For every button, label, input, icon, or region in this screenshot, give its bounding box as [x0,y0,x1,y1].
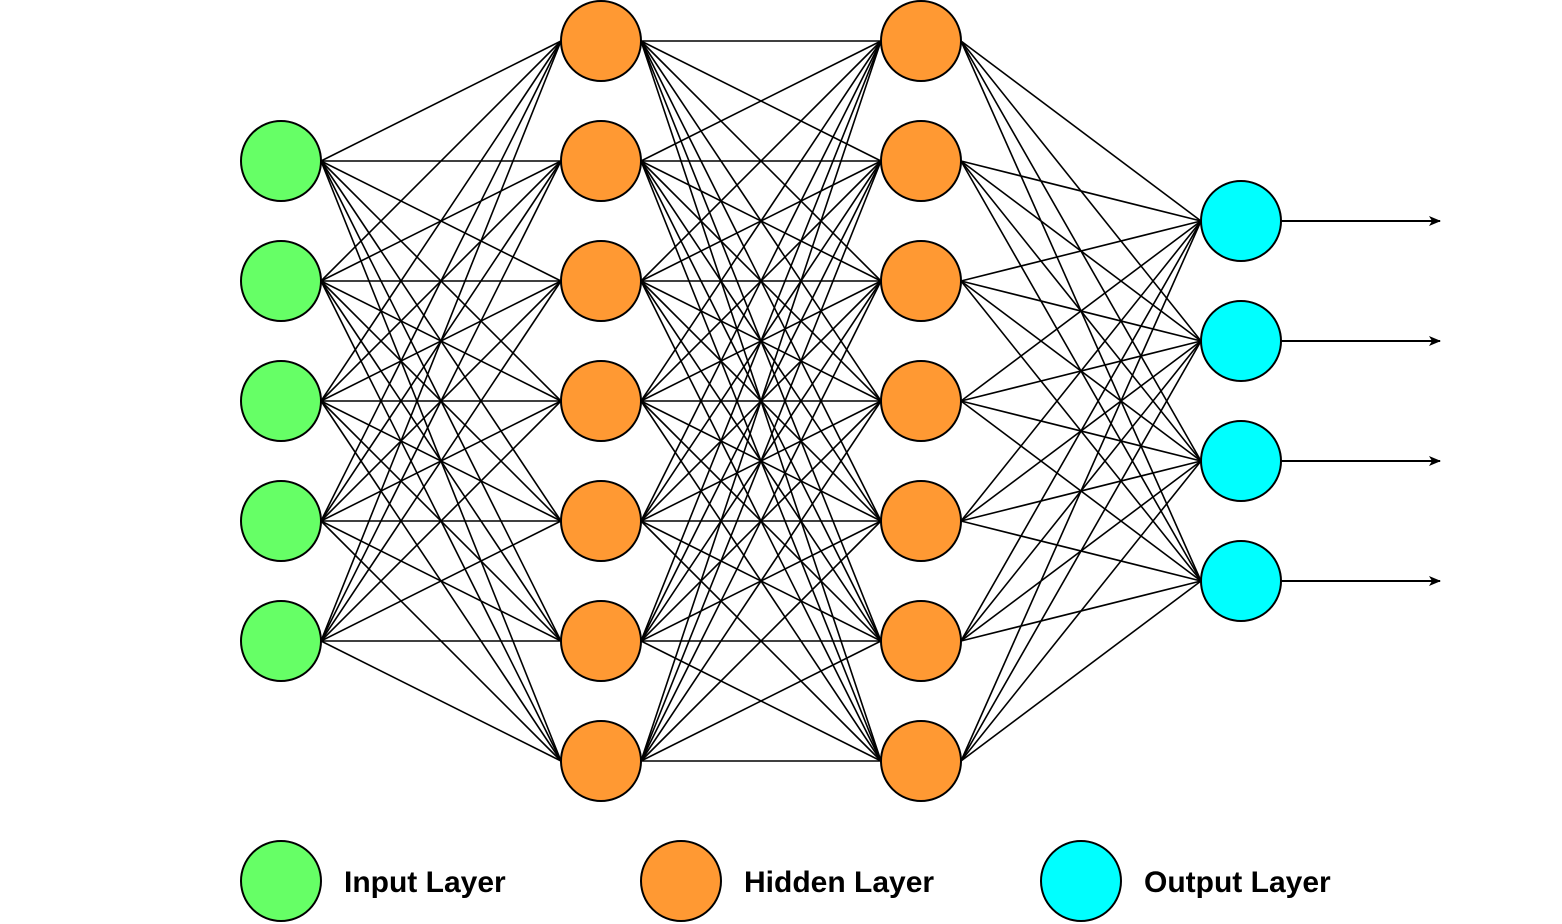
neuron-output-3 [1200,420,1282,502]
connection-input-5-to-hidden-1-2 [320,160,562,642]
neurons [240,0,1282,802]
connections [320,40,1202,762]
neuron-hidden-2-2 [880,120,962,202]
legend-swatch-input [240,840,322,922]
connection-hidden-1-7-to-hidden-2-2 [640,160,882,762]
connection-hidden-1-4-to-hidden-2-1 [640,40,882,402]
output-arrows [1281,216,1441,586]
legend-item-hidden: Hidden Layer [640,840,934,922]
neuron-hidden-1-3 [560,240,642,322]
connection-hidden-1-7-to-hidden-2-5 [640,520,882,762]
legend-swatch-hidden [640,840,722,922]
legend: Input Layer Hidden Layer Output Layer [240,840,1331,922]
connection-input-3-to-hidden-1-1 [320,40,562,402]
connection-input-5-to-hidden-1-7 [320,640,562,762]
neuron-input-5 [240,600,322,682]
connection-hidden-2-7-to-output-2 [960,340,1202,762]
connection-hidden-2-7-to-output-4 [960,580,1202,762]
connection-input-5-to-hidden-1-1 [320,40,562,642]
neuron-hidden-2-7 [880,720,962,802]
neuron-hidden-1-7 [560,720,642,802]
connection-hidden-2-7-to-output-3 [960,460,1202,762]
neuron-output-2 [1200,300,1282,382]
neuron-hidden-1-6 [560,600,642,682]
neuron-hidden-2-3 [880,240,962,322]
connection-input-2-to-hidden-1-1 [320,40,562,282]
connection-hidden-1-2-to-hidden-2-1 [640,40,882,162]
legend-label-hidden: Hidden Layer [744,866,934,899]
connection-hidden-1-5-to-hidden-2-1 [640,40,882,522]
legend-item-input: Input Layer [240,840,506,922]
connection-input-5-to-hidden-1-5 [320,520,562,642]
connection-hidden-1-7-to-hidden-2-4 [640,400,882,762]
connection-input-4-to-hidden-1-1 [320,40,562,522]
connection-hidden-1-7-to-hidden-2-1 [640,40,882,762]
neuron-hidden-2-1 [880,0,962,82]
connection-input-5-to-hidden-1-4 [320,400,562,642]
connection-hidden-1-6-to-hidden-2-1 [640,40,882,642]
legend-label-output: Output Layer [1144,866,1331,899]
neuron-output-4 [1200,540,1282,622]
legend-label-input: Input Layer [344,866,506,899]
connection-hidden-1-3-to-hidden-2-1 [640,40,882,282]
neuron-hidden-2-5 [880,480,962,562]
connection-hidden-1-7-to-hidden-2-3 [640,280,882,762]
neuron-input-4 [240,480,322,562]
connection-hidden-2-5-to-output-1 [960,220,1202,522]
connection-hidden-2-4-to-output-1 [960,220,1202,402]
neuron-hidden-1-2 [560,120,642,202]
connection-hidden-2-3-to-output-1 [960,220,1202,282]
neuron-hidden-2-6 [880,600,962,682]
neuron-hidden-1-4 [560,360,642,442]
neuron-input-2 [240,240,322,322]
neuron-hidden-1-5 [560,480,642,562]
neuron-hidden-2-4 [880,360,962,442]
connection-hidden-2-2-to-output-1 [960,160,1202,222]
neuron-input-1 [240,120,322,202]
connection-hidden-2-6-to-output-1 [960,220,1202,642]
neuron-output-1 [1200,180,1282,262]
legend-item-output: Output Layer [1040,840,1331,922]
neuron-input-3 [240,360,322,442]
connection-hidden-2-1-to-output-1 [960,40,1202,222]
connection-hidden-1-7-to-hidden-2-6 [640,640,882,762]
neuron-hidden-1-1 [560,0,642,82]
connection-input-1-to-hidden-1-1 [320,40,562,162]
legend-swatch-output [1040,840,1122,922]
connection-hidden-2-7-to-output-1 [960,220,1202,762]
connection-input-5-to-hidden-1-3 [320,280,562,642]
